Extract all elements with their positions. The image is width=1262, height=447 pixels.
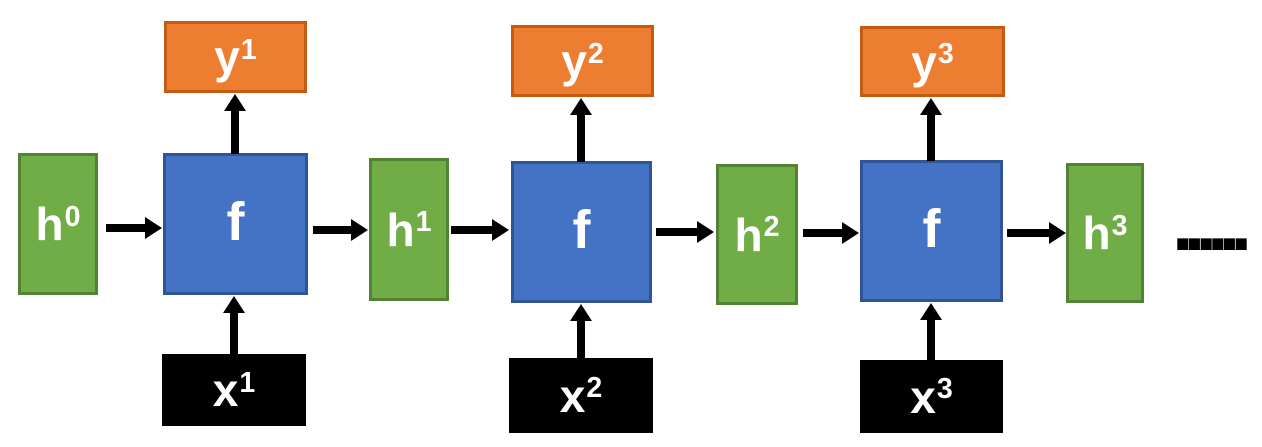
arrowhead-right-icon xyxy=(1049,222,1066,244)
arrow-x3-to-f3 xyxy=(920,303,942,361)
hidden-state-node-h0: h0 xyxy=(18,153,98,295)
continuation-ellipsis: ...... xyxy=(1172,179,1252,267)
hidden-state-node-h3: h3 xyxy=(1066,163,1144,303)
arrow-h2-to-f3 xyxy=(803,222,859,244)
arrow-f1-to-y1 xyxy=(224,94,246,154)
arrowhead-right-icon xyxy=(351,219,368,241)
hidden-state-node-h1: h1 xyxy=(369,158,449,301)
cell-label-f2: f xyxy=(572,200,591,260)
hidden-state-label-h3: h3 xyxy=(1082,207,1128,259)
input-label-x1: x1 xyxy=(212,364,256,416)
arrow-h0-to-f1 xyxy=(106,217,162,239)
hidden-state-label-h0: h0 xyxy=(35,198,81,250)
output-node-y1: y1 xyxy=(164,21,307,93)
input-node-x3: x3 xyxy=(860,360,1003,433)
arrow-f3-to-h3 xyxy=(1007,222,1066,244)
arrow-f3-to-y3 xyxy=(920,98,942,161)
arrowhead-right-icon xyxy=(697,221,714,243)
arrowhead-up-icon xyxy=(920,98,942,115)
output-label-y2: y2 xyxy=(561,35,604,87)
arrowhead-up-icon xyxy=(223,296,245,313)
arrowhead-up-icon xyxy=(920,303,942,320)
arrowhead-right-icon xyxy=(842,222,859,244)
arrowhead-up-icon xyxy=(570,98,592,115)
arrow-f2-to-h2 xyxy=(656,221,714,243)
arrow-x1-to-f1 xyxy=(223,296,245,355)
cell-node-f3: f xyxy=(860,160,1003,302)
cell-node-f2: f xyxy=(511,161,652,303)
cell-label-f3: f xyxy=(922,199,941,259)
cell-label-f1: f xyxy=(226,192,245,252)
input-node-x1: x1 xyxy=(162,354,306,426)
input-label-x3: x3 xyxy=(910,370,953,423)
output-label-y3: y3 xyxy=(911,35,954,88)
input-node-x2: x2 xyxy=(509,358,653,433)
arrowhead-right-icon xyxy=(492,219,509,241)
output-node-y2: y2 xyxy=(511,25,654,97)
arrow-f1-to-h1 xyxy=(313,219,368,241)
arrowhead-up-icon xyxy=(570,304,592,321)
hidden-state-node-h2: h2 xyxy=(716,164,798,305)
output-label-y1: y1 xyxy=(214,31,257,83)
arrow-h1-to-f2 xyxy=(451,219,509,241)
hidden-state-label-h2: h2 xyxy=(734,208,780,261)
cell-node-f1: f xyxy=(163,153,308,295)
hidden-state-label-h1: h1 xyxy=(386,203,432,256)
output-node-y3: y3 xyxy=(860,26,1005,97)
input-label-x2: x2 xyxy=(559,369,603,422)
arrowhead-up-icon xyxy=(224,94,246,111)
arrowhead-right-icon xyxy=(145,217,162,239)
arrow-x2-to-f2 xyxy=(570,304,592,359)
arrow-f2-to-y2 xyxy=(570,98,592,162)
